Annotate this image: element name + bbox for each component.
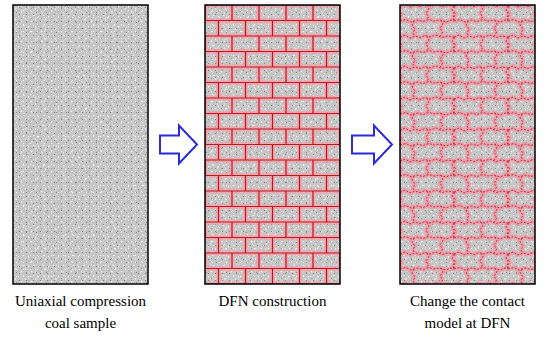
- dfn-brick-image: [205, 5, 340, 284]
- panel-caption: Change the contact model at DFN: [390, 290, 545, 334]
- image-panel: Change the contact model at DFN: [400, 5, 535, 284]
- panel-caption: DFN construction: [198, 290, 348, 312]
- image-panel: Uniaxial compression coal sample: [13, 5, 148, 284]
- block-arrow: [160, 126, 197, 164]
- block-arrow: [352, 126, 392, 164]
- coal-sample-image: [13, 5, 148, 284]
- image-panel: DFN construction: [205, 5, 340, 284]
- panel-caption: Uniaxial compression coal sample: [6, 290, 156, 334]
- contact-model-image: [400, 5, 535, 284]
